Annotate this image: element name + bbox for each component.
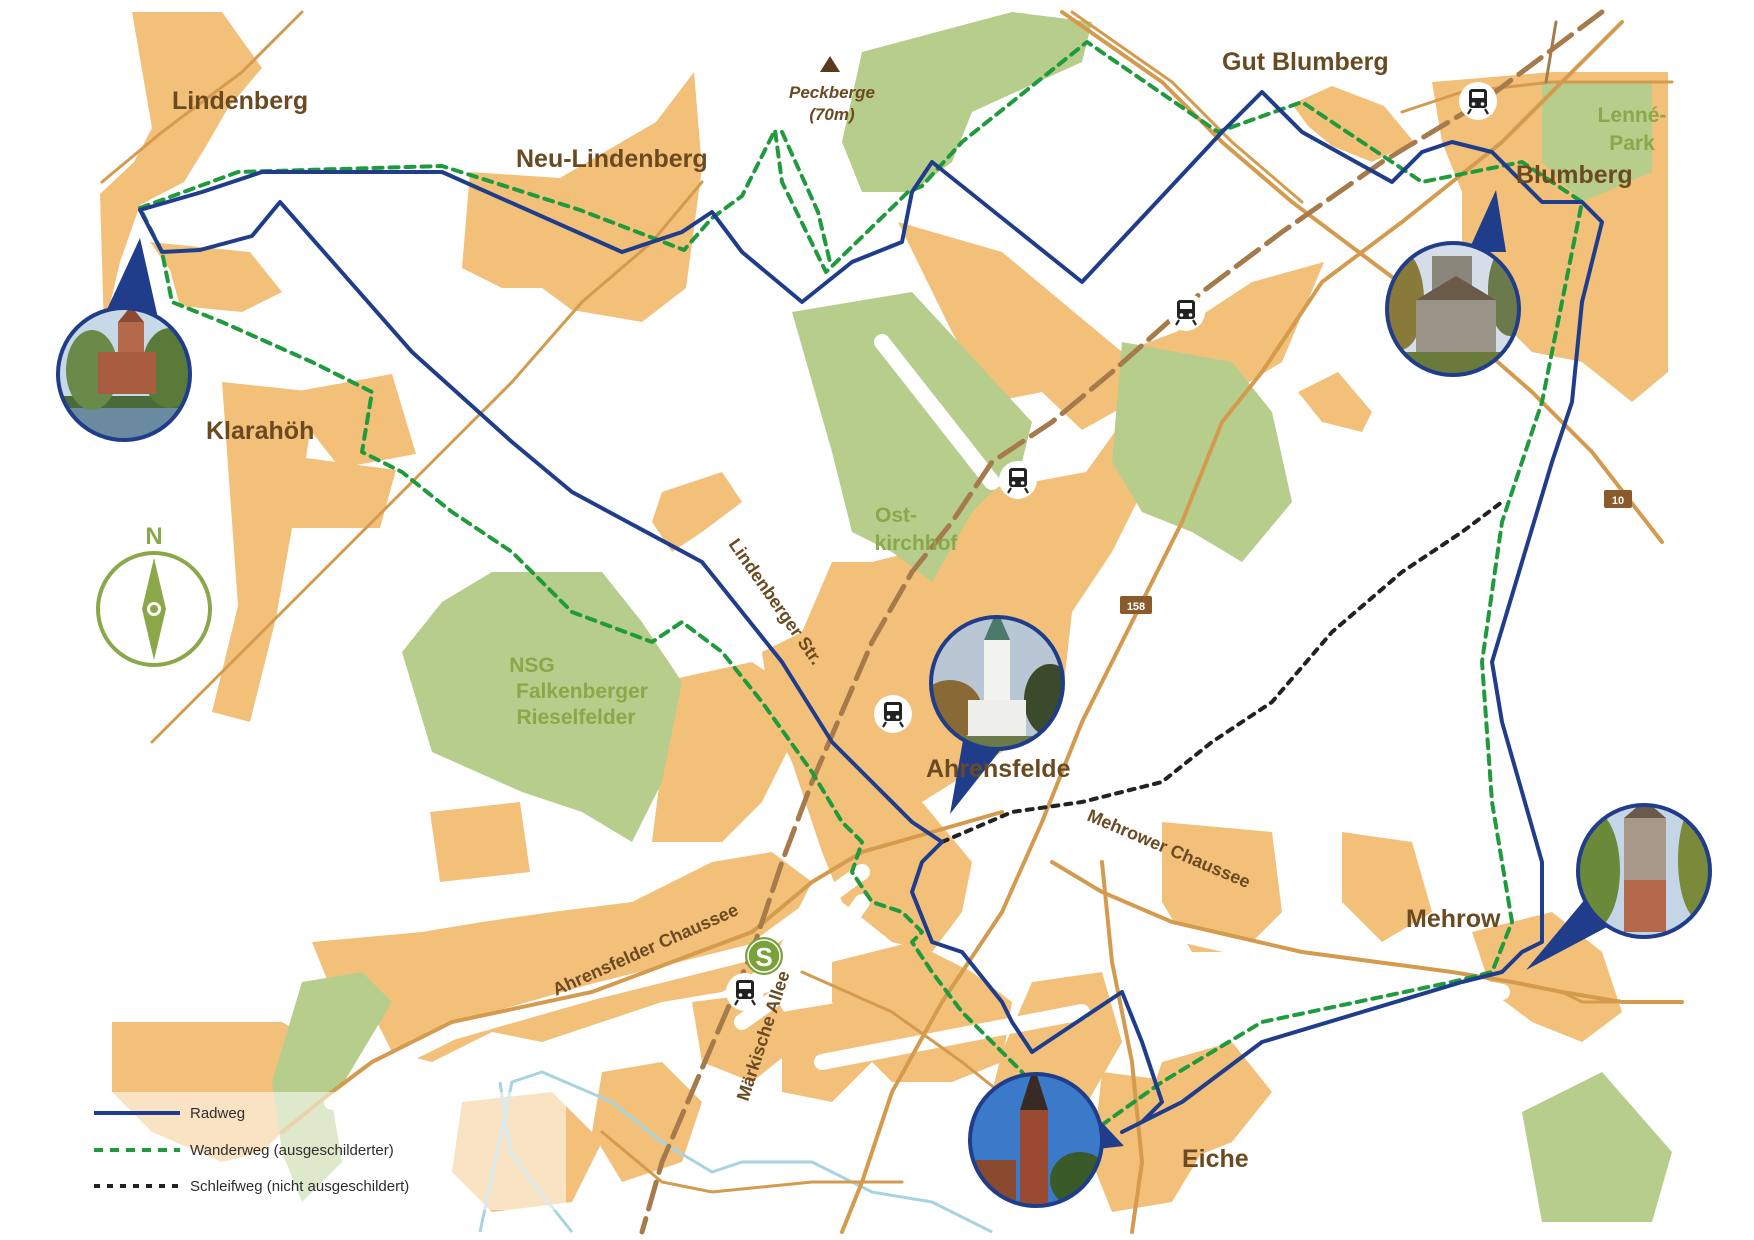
church-photo-marker-blumberg[interactable] [1376,190,1532,377]
place-label-blumberg: Blumberg [1516,161,1633,189]
train-icon [724,971,766,1013]
svg-text:158: 158 [1127,601,1145,613]
green-label-nsg: NSG [509,654,555,677]
church-photo-marker-lindenberg[interactable] [56,238,198,442]
green-label-nsg-3: Rieselfelder [516,706,635,729]
svg-text:N: N [145,523,162,550]
legend: Radweg Wanderweg (ausgeschilderter) Schl… [86,1092,566,1210]
place-label-lindenberg: Lindenberg [172,87,308,115]
green-label-ostkirchhof: Ost- [875,504,917,527]
green-label-lenne: Lenné- [1598,104,1667,127]
peak-icon [820,56,840,72]
train-icon [872,693,914,735]
train-icon [997,459,1039,501]
train-icon [1457,80,1499,122]
radweg-route [138,90,1604,1134]
legend-label-radweg: Radweg [190,1105,245,1122]
place-label-mehrow: Mehrow [1406,905,1501,933]
place-label-ahrensfelde: Ahrensfelde [926,755,1071,783]
compass-icon: N [96,523,212,667]
green-label-ostkirchhof-2: kirchhof [875,532,959,555]
s-bahn-icon: S [745,937,783,975]
schleifweg-route [940,500,1504,844]
train-icon [1165,291,1207,333]
green-areas [272,12,1672,1222]
place-label-klarahoeh: Klarahöh [206,417,314,445]
wanderweg-route [138,40,1584,1134]
green-label-nsg-2: Falkenberger [516,680,648,703]
road-shield-10: 10 [1604,490,1632,508]
svg-text:S: S [755,942,772,972]
legend-label-wanderweg: Wanderweg (ausgeschilderter) [190,1142,394,1159]
legend-label-schleifweg: Schleifweg (nicht ausgeschildert) [190,1178,409,1195]
road-shield-158: 158 [1120,596,1152,614]
church-photo-marker-eiche[interactable] [968,1066,1124,1208]
svg-text:10: 10 [1612,495,1624,507]
place-label-neu-lindenberg: Neu-Lindenberg [516,145,708,173]
church-photo-marker-ahrensfelde[interactable] [918,610,1076,814]
green-label-lenne-2: Park [1609,132,1655,155]
peak-label: Peckberge [789,83,875,102]
place-label-gut-blumberg: Gut Blumberg [1222,48,1389,76]
peak-elevation: (70m) [809,105,855,124]
place-label-eiche: Eiche [1182,1145,1249,1173]
church-photo-marker-mehrow[interactable] [1526,800,1722,970]
